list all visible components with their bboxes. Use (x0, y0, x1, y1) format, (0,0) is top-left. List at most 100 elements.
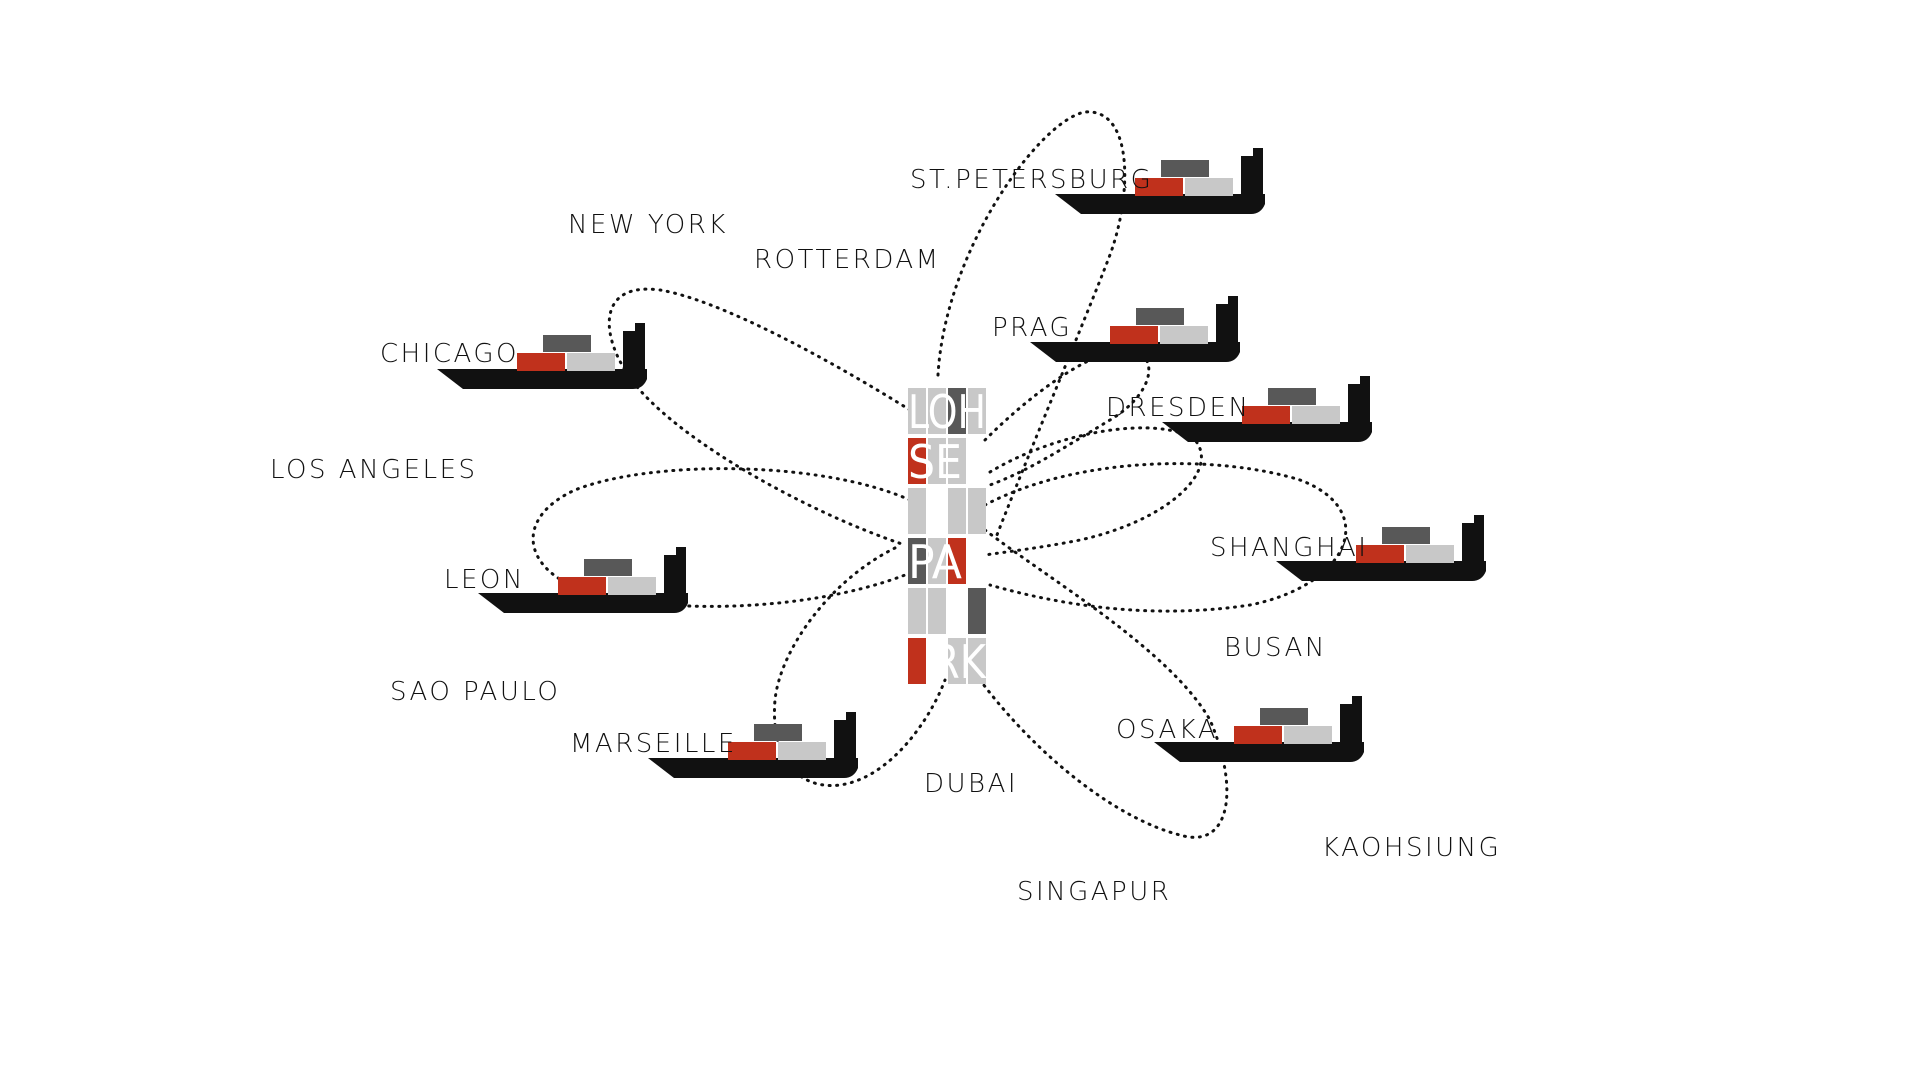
logo-tile (968, 488, 986, 534)
ship-shanghai (1276, 515, 1486, 581)
ship-hull (1276, 561, 1486, 581)
ship-funnel (623, 331, 645, 371)
container-light (1284, 726, 1332, 744)
ship-funnel (834, 720, 856, 760)
logo-tile (908, 638, 926, 684)
ship-osaka (1154, 696, 1364, 762)
logo-tile (948, 638, 966, 684)
logo-tile (948, 388, 966, 434)
ship-hull (1055, 194, 1265, 214)
logo-tile (968, 638, 986, 684)
container-red (1234, 726, 1282, 744)
route-dresden (983, 426, 1203, 557)
ship-dresden (1162, 376, 1372, 442)
label-shanghai: SHANGHAI (1210, 533, 1368, 563)
label-los-angeles: LOS ANGELES (270, 455, 478, 485)
label-rotterdam: ROTTERDAM (754, 245, 941, 275)
ship-funnel (1340, 704, 1362, 744)
label-prag: PRAG (992, 313, 1072, 343)
container-red (558, 577, 606, 595)
container-dark (584, 559, 632, 576)
container-dark (1260, 708, 1308, 725)
ship-hull (1030, 342, 1240, 362)
label-sao-paulo: SAO PAULO (390, 677, 560, 707)
ship-marseille (648, 712, 858, 778)
route-st-petersburg (936, 110, 1127, 542)
logo-tile (928, 538, 946, 584)
container-red (1242, 406, 1290, 424)
label-osaka: OSAKA (1116, 715, 1218, 745)
logo-tile (928, 438, 946, 484)
logo-letters: LOH (908, 385, 986, 439)
ship-hull (478, 593, 688, 613)
logo-tile (948, 438, 966, 484)
container-light (1185, 178, 1233, 196)
label-marseille: MARSEILLE (570, 729, 737, 759)
ships-layer (437, 148, 1486, 778)
container-light (778, 742, 826, 760)
logo-tile (908, 488, 926, 534)
label-singapur: SINGAPUR (1017, 877, 1171, 907)
ship-funnel-cap (676, 547, 686, 557)
label-dresden: DRESDEN (1106, 393, 1250, 423)
container-dark (1382, 527, 1430, 544)
ship-prag (1030, 296, 1240, 362)
logo-tile (948, 488, 966, 534)
route-shanghai (983, 462, 1348, 613)
ship-hull (437, 369, 647, 389)
logo-letters: SE (908, 435, 962, 489)
container-red (1356, 545, 1404, 563)
logo-letters: PA (908, 535, 963, 589)
logo-tile (908, 538, 926, 584)
ship-funnel-cap (1360, 376, 1370, 386)
ship-funnel-cap (1253, 148, 1263, 158)
container-dark (1136, 308, 1184, 325)
logo-letters: RK (932, 635, 988, 689)
route-leon (531, 467, 912, 608)
container-light (1292, 406, 1340, 424)
city-labels: ST.PETERSBURG NEW YORK ROTTERDAM PRAG CH… (270, 165, 1501, 907)
ship-leon (478, 547, 688, 613)
ship-hull (1154, 742, 1364, 762)
logo-tile (928, 588, 946, 634)
route-osaka (978, 528, 1229, 839)
route-chicago (607, 287, 912, 547)
container-light (1160, 326, 1208, 344)
ship-funnel (1462, 523, 1484, 563)
ship-funnel (1348, 384, 1370, 424)
ship-st-petersburg (1055, 148, 1265, 214)
ship-funnel (1241, 156, 1263, 196)
logo-tile (908, 388, 926, 434)
container-light (608, 577, 656, 595)
ship-funnel-cap (1228, 296, 1238, 306)
logo-tile (948, 538, 966, 584)
ship-funnel (664, 555, 686, 595)
logo-tile (908, 588, 926, 634)
route-prag (983, 348, 1151, 487)
container-dark (754, 724, 802, 741)
ship-hull (1162, 422, 1372, 442)
label-busan: BUSAN (1224, 633, 1327, 663)
container-red (1110, 326, 1158, 344)
logo-tile (908, 438, 926, 484)
ship-chicago (437, 323, 647, 389)
logo-tile (928, 388, 946, 434)
ship-funnel-cap (1474, 515, 1484, 525)
container-light (1406, 545, 1454, 563)
logo-tile (968, 388, 986, 434)
container-light (567, 353, 615, 371)
container-red (517, 353, 565, 371)
container-dark (1161, 160, 1209, 177)
label-dubai: DUBAI (924, 769, 1018, 799)
ship-funnel-cap (846, 712, 856, 722)
ship-funnel (1216, 304, 1238, 344)
container-red (1135, 178, 1183, 196)
logo-tile (968, 588, 986, 634)
label-new-york: NEW YORK (568, 210, 728, 240)
container-red (728, 742, 776, 760)
label-kaohsiung: KAOHSIUNG (1322, 833, 1501, 863)
ship-hull (648, 758, 858, 778)
